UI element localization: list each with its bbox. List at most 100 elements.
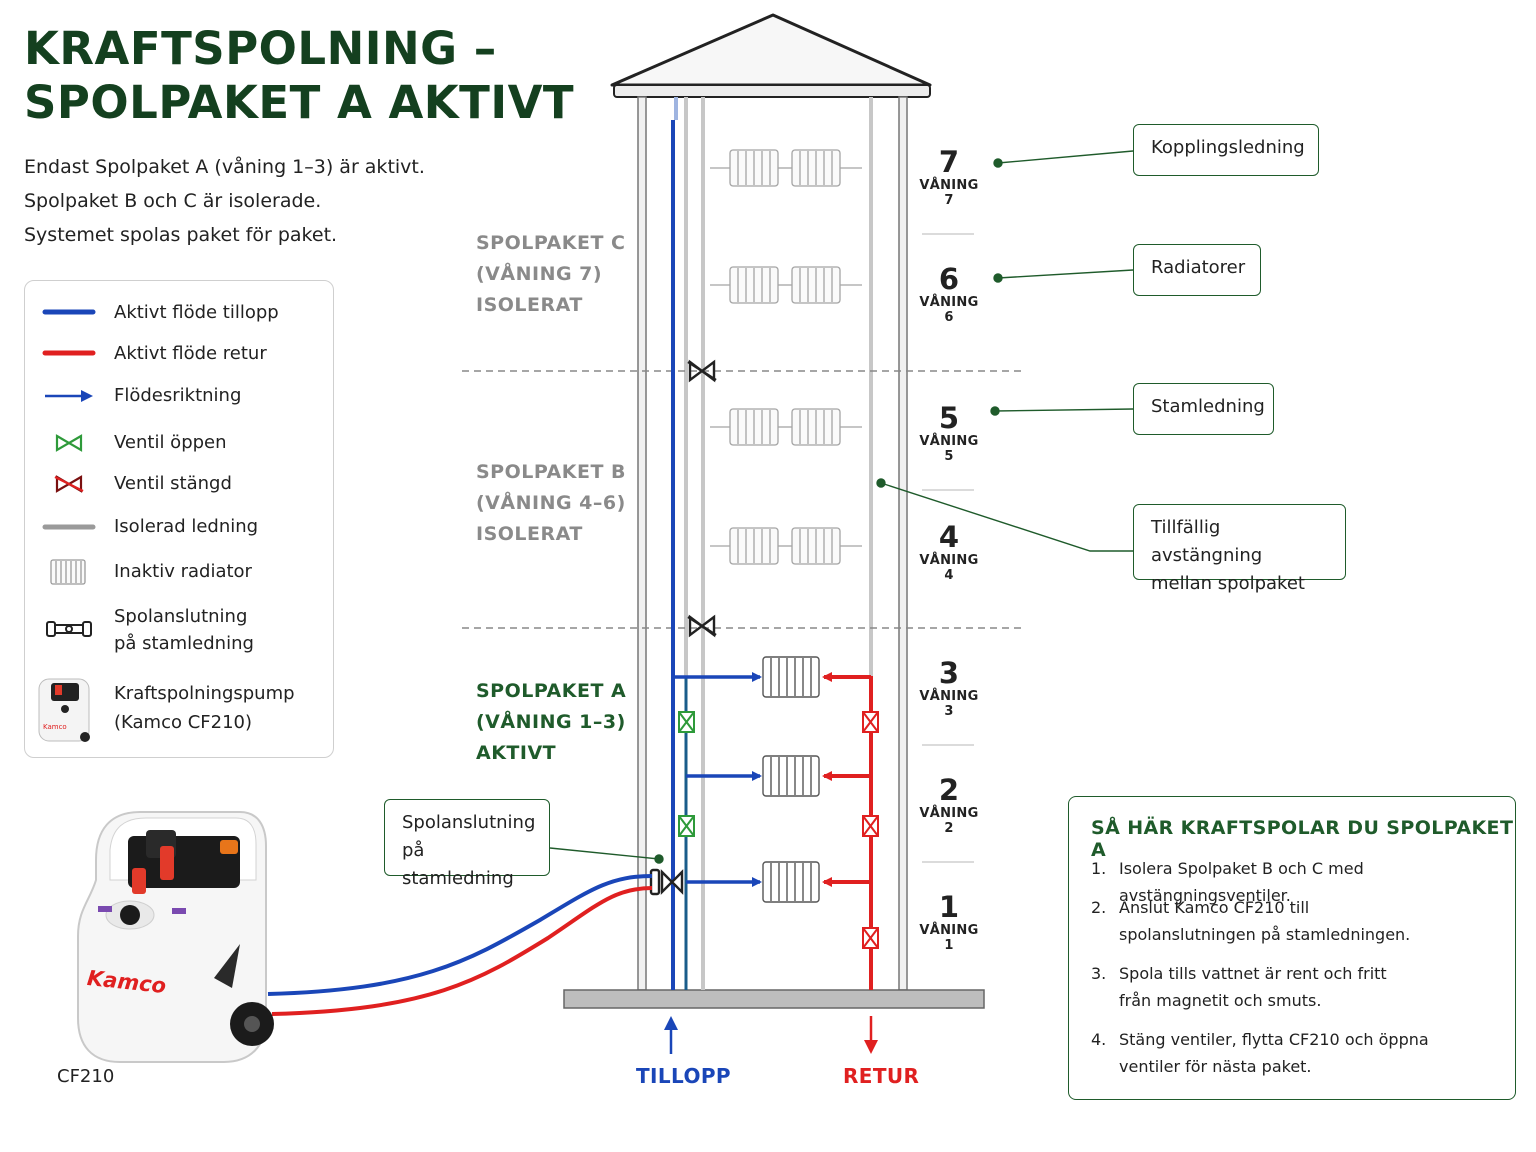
pump-model-label: CF210 (57, 1066, 115, 1087)
radiator-floor-1 (762, 861, 820, 903)
pack-b-line-3: ISOLERAT (476, 523, 583, 545)
step-text: Spola tills vattnet är rent och fritt fr… (1119, 964, 1387, 1010)
return-outlet-arrow (864, 1016, 878, 1054)
active-radiators (762, 656, 820, 903)
floor-number: 3 (938, 656, 960, 690)
instructions-title: SÅ HÄR KRAFTSPOLAR DU SPOLPAKET A (1091, 817, 1514, 861)
return-label: RETUR (843, 1064, 920, 1088)
page-title: KRAFTSPOLNING – SPOLPAKET A AKTIVT (24, 22, 574, 130)
supply-inlet-arrow (664, 1016, 678, 1054)
valve-return-1 (862, 927, 879, 949)
instructions-box: SÅ HÄR KRAFTSPOLAR DU SPOLPAKET A 1.Isol… (1068, 796, 1516, 1100)
building-roof (610, 13, 932, 98)
floor-label: VÅNING 4 (919, 553, 979, 583)
callout-stamledning: Stamledning (1133, 383, 1274, 435)
radiator-icon (50, 559, 86, 585)
pack-c-label: SPOLPAKET C (VÅNING 7) ISOLERAT (476, 228, 625, 321)
pump-hoses (267, 874, 653, 1016)
valve-return-3 (862, 711, 879, 733)
intro-line-2: Spolpaket B och C är isolerade. (24, 190, 322, 212)
arrow-right-icon (45, 390, 93, 402)
callout-radiatorer: Radiatorer (1133, 244, 1261, 296)
legend-label-pump-1: Kraftspolningspump (114, 683, 295, 704)
floor-number: 2 (938, 773, 960, 807)
pack-b-line-1: SPOLPAKET B (476, 461, 627, 483)
floor-label: VÅNING 5 (919, 434, 979, 464)
title-line-1: KRAFTSPOLNING – (24, 22, 497, 75)
step-number: 4. (1091, 1030, 1107, 1049)
callout-avstangning-line-1: Tillfällig avstängning (1151, 517, 1263, 566)
radiator-floor-4 (710, 527, 862, 565)
callout-leaders (549, 150, 1134, 864)
legend-label-pump-2: (Kamco CF210) (114, 712, 253, 733)
pack-a-line-3: AKTIVT (476, 742, 557, 764)
svg-text:Kamco: Kamco (43, 723, 67, 731)
flush-connection-icon (46, 621, 92, 637)
floor-number: 5 (938, 401, 960, 435)
valve-open-supply-2 (678, 815, 695, 837)
legend-label-valve-closed: Ventil stängd (114, 473, 232, 494)
pump-icon: Kamco (38, 678, 90, 742)
radiator-floor-5 (710, 408, 862, 446)
floor-number: 6 (938, 262, 960, 296)
pack-a-line-2: (VÅNING 1–3) (476, 711, 626, 733)
valve-return-2 (862, 815, 879, 837)
floor-label: VÅNING 2 (919, 806, 979, 836)
pack-c-line-3: ISOLERAT (476, 294, 583, 316)
supply-branches (673, 672, 762, 887)
radiator-floor-7 (710, 149, 862, 187)
valve-closed-icon (54, 475, 84, 493)
radiator-floor-3 (762, 656, 820, 698)
floor-number: 7 (938, 145, 960, 179)
valve-closed-pack-b (687, 614, 717, 638)
step-number: 2. (1091, 898, 1107, 917)
legend-label-connection-2: på stamledning (114, 633, 254, 654)
legend-label-valve-open: Ventil öppen (114, 432, 227, 453)
radiator-floor-6 (710, 266, 862, 304)
floor-label: VÅNING 1 (919, 923, 979, 953)
callout-avstangning: Tillfällig avstängning mellan spolpaket (1133, 504, 1346, 594)
pack-b-line-2: (VÅNING 4–6) (476, 492, 626, 514)
legend-label-direction: Flödesriktning (114, 385, 242, 406)
floor-label: VÅNING 6 (919, 295, 979, 325)
instruction-step-2: 2.Anslut Kamco CF210 till spolanslutning… (1091, 894, 1511, 948)
floor-number: 1 (938, 890, 960, 924)
intro-line-1: Endast Spolpaket A (våning 1–3) är aktiv… (24, 156, 425, 178)
pack-b-label: SPOLPAKET B (VÅNING 4–6) ISOLERAT (476, 457, 626, 550)
title-line-2: SPOLPAKET A AKTIVT (24, 76, 575, 129)
valve-open-supply-3 (678, 711, 695, 733)
legend-label-return: Aktivt flöde retur (114, 343, 267, 364)
step-number: 3. (1091, 964, 1107, 983)
supply-label: TILLOPP (636, 1064, 731, 1088)
intro-text: Endast Spolpaket A (våning 1–3) är aktiv… (24, 150, 425, 252)
legend: Kamco Aktivt flöde tillopp Aktivt flöde … (24, 280, 334, 758)
pack-c-line-1: SPOLPAKET C (476, 232, 626, 254)
pack-c-line-2: (VÅNING 7) (476, 263, 603, 285)
instruction-step-3: 3. Spola tills vattnet är rent och fritt … (1091, 960, 1511, 1014)
legend-icons: Kamco (38, 309, 96, 742)
legend-label-supply: Aktivt flöde tillopp (114, 302, 279, 323)
valves-return (862, 711, 879, 949)
intro-line-3: Systemet spolas paket för paket. (24, 224, 338, 246)
step-text: Stäng ventiler, flytta CF210 och öppna v… (1119, 1030, 1429, 1076)
pack-a-label: SPOLPAKET A (VÅNING 1–3) AKTIVT (476, 676, 626, 769)
inactive-radiators (710, 149, 862, 565)
instruction-step-1: 1.Isolera Spolpaket B och C med avstängn… (1091, 855, 1511, 909)
floor-number: 4 (938, 520, 960, 554)
valves-open-supply (678, 711, 695, 837)
valve-closed-pack-c (687, 359, 717, 383)
step-number: 1. (1091, 859, 1107, 878)
ground-slab (563, 989, 985, 1009)
legend-label-radiator: Inaktiv radiator (114, 561, 252, 582)
pack-a-line-1: SPOLPAKET A (476, 680, 627, 702)
kamco-pump-icon (77, 811, 274, 1063)
instruction-step-4: 4. Stäng ventiler, flytta CF210 och öppna… (1091, 1026, 1511, 1080)
valve-open-icon (55, 434, 83, 452)
radiator-floor-2 (762, 755, 820, 797)
legend-label-connection-1: Spolanslutning (114, 606, 248, 627)
callout-spolanslutning-line-1: Spolanslutning (402, 812, 536, 833)
